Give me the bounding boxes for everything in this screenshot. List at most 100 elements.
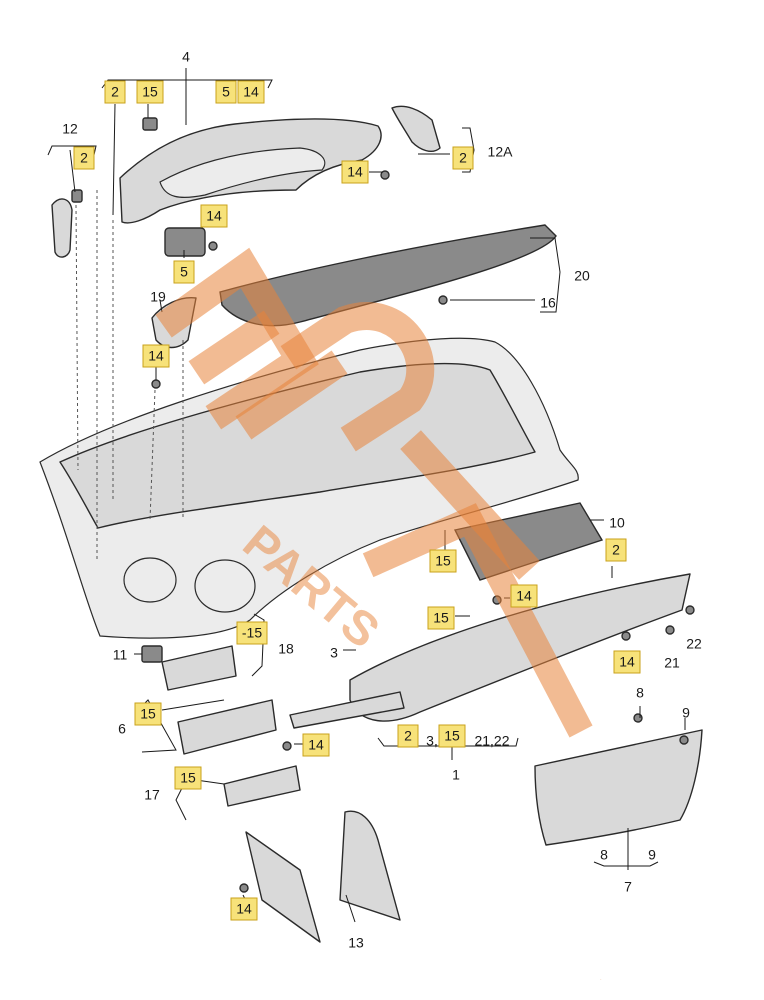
callout-box bbox=[613, 650, 641, 674]
callout-box bbox=[236, 621, 268, 645]
part-lower-brace bbox=[289, 691, 405, 729]
part-switch-module bbox=[164, 227, 206, 257]
callout-text: 14 bbox=[516, 588, 532, 604]
callout-l2122: 21,22 bbox=[474, 733, 509, 749]
boxed-callout-b2b: 2 bbox=[73, 146, 95, 170]
boxed-callout-b2d: 2 bbox=[605, 538, 627, 562]
part-footwell-trim-2 bbox=[339, 810, 401, 921]
callout-box bbox=[174, 766, 202, 790]
part-fastener bbox=[633, 713, 643, 723]
callout-text: 15 bbox=[444, 728, 460, 744]
boxed-callout-b14c: 14 bbox=[200, 204, 228, 228]
callout-text: 2 bbox=[111, 84, 119, 100]
part-footwell-trim bbox=[245, 831, 321, 943]
part-instrument-cover-inner bbox=[159, 147, 326, 198]
part-fastener bbox=[208, 241, 218, 251]
callout-l12: 12 bbox=[62, 121, 78, 137]
boxed-callout-b14f: 14 bbox=[613, 650, 641, 674]
callout-box bbox=[136, 80, 164, 104]
callout-l1list: 3, bbox=[426, 733, 438, 749]
alignment-lines bbox=[75, 190, 184, 560]
callout-box bbox=[397, 724, 419, 748]
callout-text: 14 bbox=[308, 737, 324, 753]
callout-box bbox=[452, 146, 474, 170]
callout-l13: 13 bbox=[348, 935, 364, 951]
callout-text: 15 bbox=[433, 610, 449, 626]
callout-text: 15 bbox=[435, 553, 451, 569]
boxed-callout-b15g: 15 bbox=[174, 766, 202, 790]
part-trim-panel-6 bbox=[177, 699, 277, 755]
callout-box bbox=[200, 204, 228, 228]
boxed-callout-b15b: 15 bbox=[429, 549, 457, 573]
part-fastener bbox=[239, 883, 249, 893]
boxed-callout-b2a: 2 bbox=[104, 80, 126, 104]
part-end-cap-left bbox=[51, 198, 73, 258]
part-lower-panel bbox=[349, 573, 691, 722]
boxed-callout-b5b: 5 bbox=[173, 260, 195, 284]
callout-text: 14 bbox=[206, 208, 222, 224]
callout-l3: 3 bbox=[330, 645, 338, 661]
callout-l9a: 9 bbox=[682, 705, 690, 721]
part-fastener bbox=[151, 379, 161, 389]
callout-l22: 22 bbox=[686, 636, 702, 652]
callout-box bbox=[73, 146, 95, 170]
callout-text: 5 bbox=[180, 264, 188, 280]
boxed-callout-b15f: 15 bbox=[438, 724, 466, 748]
boxed-callout-b15a: 15 bbox=[136, 80, 164, 104]
watermark-word-ed: ED bbox=[600, 979, 602, 981]
part-fastener bbox=[438, 295, 448, 305]
boxed-callout-b2c: 2 bbox=[452, 146, 474, 170]
callout-box bbox=[429, 549, 457, 573]
callout-text: 14 bbox=[347, 164, 363, 180]
boxed-callout-b14h: 14 bbox=[230, 897, 258, 921]
callout-l20: 20 bbox=[574, 268, 590, 284]
callout-box bbox=[134, 702, 162, 726]
callout-box bbox=[605, 538, 627, 562]
callout-text: 14 bbox=[243, 84, 259, 100]
callout-l1: 1 bbox=[452, 767, 460, 783]
callout-box bbox=[173, 260, 195, 284]
part-fastener bbox=[380, 170, 390, 180]
callout-box bbox=[510, 584, 538, 608]
callout-l7: 7 bbox=[624, 879, 632, 895]
callout-l8b: 8 bbox=[600, 847, 608, 863]
part-cluster-opening-right bbox=[194, 559, 256, 613]
part-switch-11 bbox=[141, 645, 163, 663]
callout-l6: 6 bbox=[118, 721, 126, 737]
part-trim-panel-17 bbox=[223, 765, 301, 807]
part-end-cap-right bbox=[391, 105, 441, 152]
boxed-callout-b14e: 14 bbox=[510, 584, 538, 608]
boxed-callout-b14a: 14 bbox=[237, 80, 265, 104]
part-fastener bbox=[685, 605, 695, 615]
part-fastener bbox=[665, 625, 675, 635]
part-fastener bbox=[621, 631, 631, 641]
part-clip-top bbox=[142, 117, 158, 131]
callout-box bbox=[142, 344, 170, 368]
callout-text: 15 bbox=[180, 770, 196, 786]
boxed-callout-b15d: -15 bbox=[236, 621, 268, 645]
callout-text: 2 bbox=[612, 542, 620, 558]
callout-box bbox=[215, 80, 237, 104]
callout-text: 15 bbox=[140, 706, 156, 722]
boxed-callout-b14d: 14 bbox=[142, 344, 170, 368]
callout-box bbox=[427, 606, 455, 630]
callout-l10: 10 bbox=[609, 515, 625, 531]
boxed-callout-b2e: 2 bbox=[397, 724, 419, 748]
boxed-callout-b15e: 15 bbox=[134, 702, 162, 726]
boxed-callout-b5a: 5 bbox=[215, 80, 237, 104]
callout-l17: 17 bbox=[144, 787, 160, 803]
callout-text: 14 bbox=[619, 654, 635, 670]
callout-l12A: 12A bbox=[488, 144, 514, 160]
callout-l4: 4 bbox=[182, 49, 190, 65]
boxed-callout-b15c: 15 bbox=[427, 606, 455, 630]
part-fastener bbox=[282, 741, 292, 751]
callout-box bbox=[230, 897, 258, 921]
callout-text: 2 bbox=[80, 150, 88, 166]
callout-text: 5 bbox=[222, 84, 230, 100]
callout-text: 15 bbox=[142, 84, 158, 100]
callout-l21: 21 bbox=[664, 655, 680, 671]
boxed-callout-b14g: 14 bbox=[302, 733, 330, 757]
callout-text: 14 bbox=[148, 348, 164, 364]
